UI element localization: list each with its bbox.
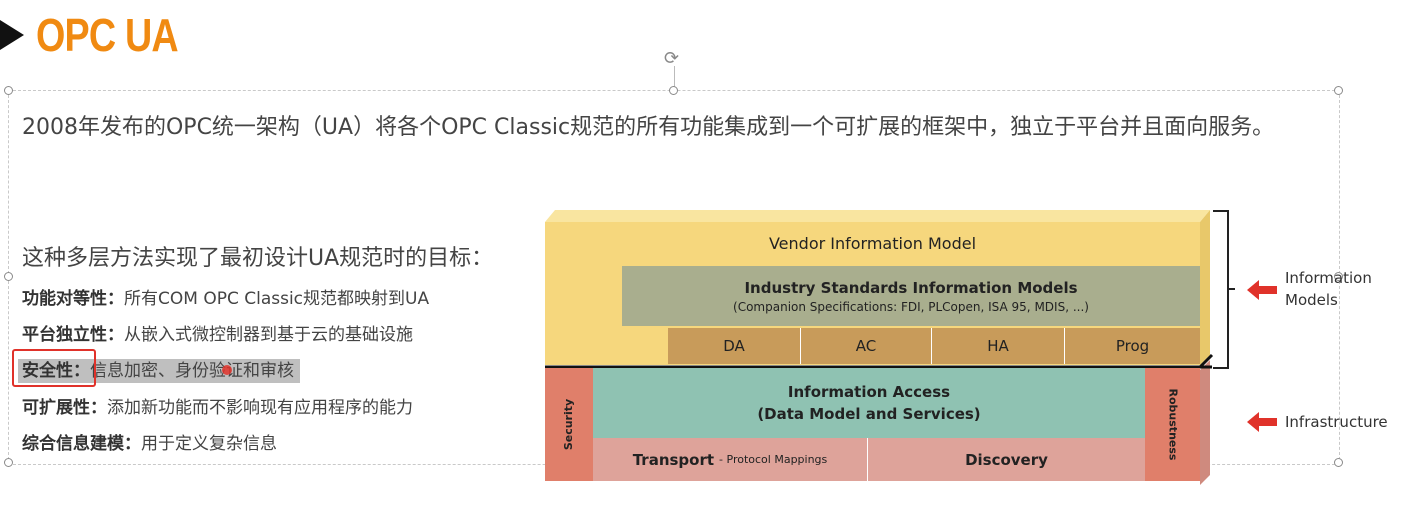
slide-title: OPC UA (36, 9, 179, 61)
rotate-handle-icon[interactable]: ⟳ (664, 48, 680, 69)
red-arrow-icon (1247, 280, 1277, 300)
resize-handle[interactable] (4, 86, 13, 95)
feature-text: 所有COM OPC Classic规范都映射到UA (124, 289, 430, 309)
resize-handle[interactable] (4, 458, 13, 467)
feature-text: 添加新功能而不影响现有应用程序的能力 (107, 398, 413, 418)
diagram-3d-faces (545, 210, 1214, 485)
feature-label: 安全性： (22, 361, 90, 381)
red-arrow-icon (1247, 412, 1277, 432)
security-label: Security (562, 398, 576, 451)
robustness-label: Robustness (1166, 388, 1179, 461)
rotate-handle-line (674, 66, 675, 90)
feature-item: 综合信息建模：用于定义复杂信息 (22, 429, 277, 454)
access-line-2: (Data Model and Services) (757, 405, 981, 423)
goals-heading: 这种多层方法实现了最初设计UA规范时的目标： (22, 246, 494, 271)
transport-layer: Transport - Protocol Mappings (593, 438, 868, 481)
feature-text: 信息加密、身份验证和审核 (90, 361, 294, 381)
industry-subtitle: (Companion Specifications: FDI, PLCopen,… (733, 299, 1089, 314)
discovery-layer: Discovery (868, 438, 1145, 481)
bracket-tick (1227, 288, 1235, 290)
transport-label: Transport (632, 450, 715, 469)
robustness-column: Robustness (1145, 368, 1200, 481)
prog-model-da: DA (668, 328, 801, 364)
access-line-1: Information Access (787, 383, 951, 401)
prog-model-ac: AC (801, 328, 932, 364)
information-models-label: Information Models (1285, 267, 1372, 311)
mouse-cursor-icon (222, 365, 232, 375)
opc-ua-architecture-diagram: Vendor Information Model Industry Standa… (540, 200, 1230, 500)
title-bullet-icon (0, 20, 24, 50)
text-selection-highlight[interactable]: 安全性：信息加密、身份验证和审核 (18, 359, 300, 383)
infrastructure-label: Infrastructure (1285, 413, 1388, 431)
vendor-model-label: Vendor Information Model (768, 234, 977, 253)
intro-paragraph: 2008年发布的OPC统一架构（UA）将各个OPC Classic规范的所有功能… (22, 115, 1275, 140)
resize-handle[interactable] (1334, 272, 1343, 281)
information-models-line-2: Models (1285, 291, 1338, 309)
feature-item: 可扩展性：添加新功能而不影响现有应用程序的能力 (22, 393, 413, 418)
transport-sublabel: - Protocol Mappings (719, 453, 828, 466)
feature-label: 综合信息建模： (22, 434, 141, 454)
feature-item: 平台独立性：从嵌入式微控制器到基于云的基础设施 (22, 320, 413, 345)
industry-title: Industry Standards Information Models (744, 278, 1078, 297)
feature-text: 从嵌入式微控制器到基于云的基础设施 (124, 325, 413, 345)
feature-label: 功能对等性： (22, 289, 124, 309)
resize-handle[interactable] (1334, 86, 1343, 95)
resize-handle[interactable] (1334, 458, 1343, 467)
information-access-layer: Information Access (Data Model and Servi… (593, 368, 1145, 438)
discovery-label: Discovery (965, 450, 1048, 469)
red-annotation-box (12, 349, 96, 387)
feature-label: 平台独立性： (22, 325, 124, 345)
resize-handle[interactable] (4, 272, 13, 281)
prog-model-ha: HA (932, 328, 1065, 364)
security-column: Security (545, 368, 593, 481)
feature-item[interactable]: 安全性：信息加密、身份验证和审核 (18, 356, 300, 383)
feature-item: 功能对等性：所有COM OPC Classic规范都映射到UA (22, 284, 429, 309)
resize-handle[interactable] (669, 86, 678, 95)
information-models-line-1: Information (1285, 269, 1372, 287)
industry-standards-layer: Industry Standards Information Models (C… (622, 266, 1200, 326)
feature-text: 用于定义复杂信息 (141, 434, 277, 454)
prog-model-prog: Prog (1065, 328, 1200, 364)
feature-label: 可扩展性： (22, 398, 107, 418)
